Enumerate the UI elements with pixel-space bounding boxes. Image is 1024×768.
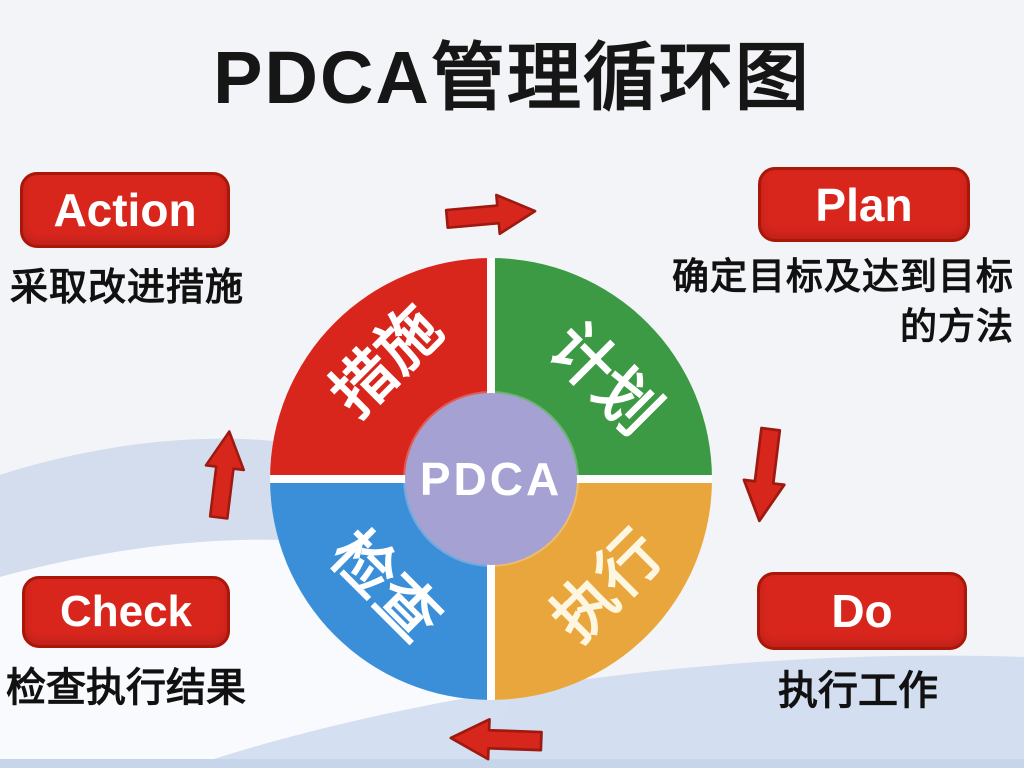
plan-description-line2: 的方法 [900, 305, 1014, 347]
background-wave-strip [0, 759, 1024, 768]
arrow-pointing-left-icon [449, 714, 543, 764]
action-description: 采取改进措施 [10, 267, 245, 309]
pdca-center-badge: PDCA [405, 393, 577, 565]
do-description: 执行工作 [778, 669, 938, 713]
action-badge: Action [20, 172, 230, 248]
plan-description: 确定目标及达到目标 的方法 [648, 252, 1014, 352]
arrow-pointing-right-icon [444, 188, 538, 242]
do-badge: Do [757, 572, 967, 650]
check-description: 检查执行结果 [6, 666, 246, 710]
pdca-cycle-circle: 措施 计划 检查 执行 PDCA [270, 258, 712, 700]
quadrant-action-label: 措施 [318, 292, 456, 430]
plan-badge: Plan [758, 167, 970, 242]
arrow-pointing-down-icon [735, 425, 794, 524]
page-title: PDCA管理循环图 [213, 36, 811, 119]
plan-description-line1: 确定目标及达到目标 [672, 256, 1014, 297]
check-badge: Check [22, 576, 230, 648]
arrow-pointing-up-icon [196, 428, 251, 521]
